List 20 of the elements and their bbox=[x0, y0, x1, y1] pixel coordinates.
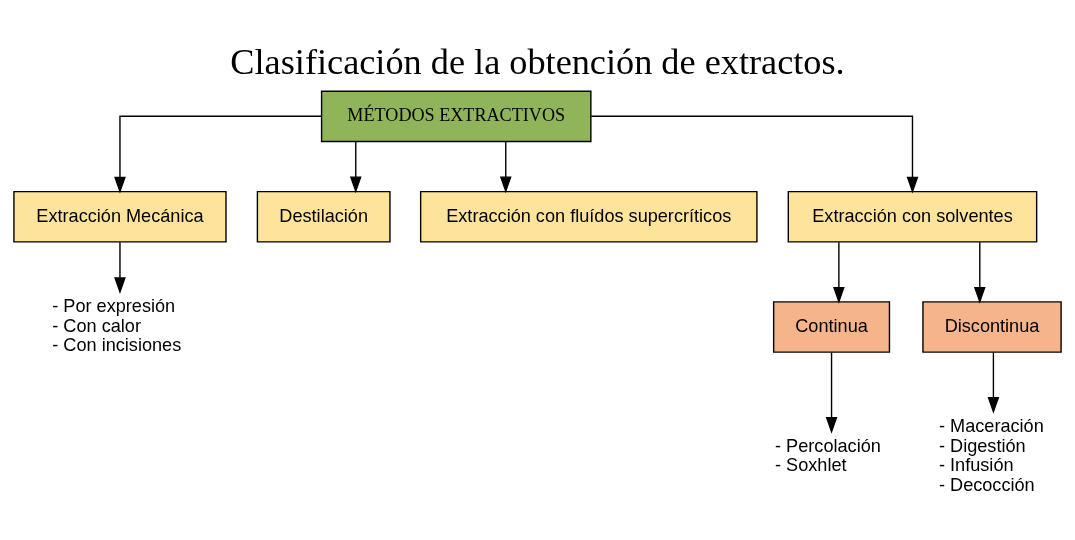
node-box: MÉTODOS EXTRACTIVOS bbox=[320, 90, 592, 142]
node-box: Destilación bbox=[256, 190, 391, 243]
diagram-title: Clasificación de la obtención de extractos. bbox=[230, 41, 845, 82]
arrow bbox=[114, 115, 323, 194]
node-box: Extracción Mecánica bbox=[13, 190, 227, 243]
node-text: - Percolación - Soxhlet bbox=[775, 435, 881, 475]
node-text: - Por expresión - Con calor - Con incisiones bbox=[52, 295, 182, 355]
arrow bbox=[973, 241, 986, 304]
arrow bbox=[825, 351, 838, 434]
arrow bbox=[114, 241, 126, 294]
node-box: Extracción con solventes bbox=[787, 190, 1038, 243]
arrow bbox=[987, 351, 1000, 414]
arrow bbox=[349, 140, 362, 193]
arrow bbox=[590, 115, 919, 194]
node-box: Discontinua bbox=[922, 300, 1062, 353]
arrow bbox=[833, 241, 845, 304]
node-text: - Maceración - Digestión - Infusión - Decocción bbox=[938, 415, 1044, 495]
node-box: Extracción con fluídos supercríticos bbox=[419, 190, 758, 243]
node-box: Continua bbox=[772, 300, 891, 353]
arrow bbox=[499, 140, 512, 193]
